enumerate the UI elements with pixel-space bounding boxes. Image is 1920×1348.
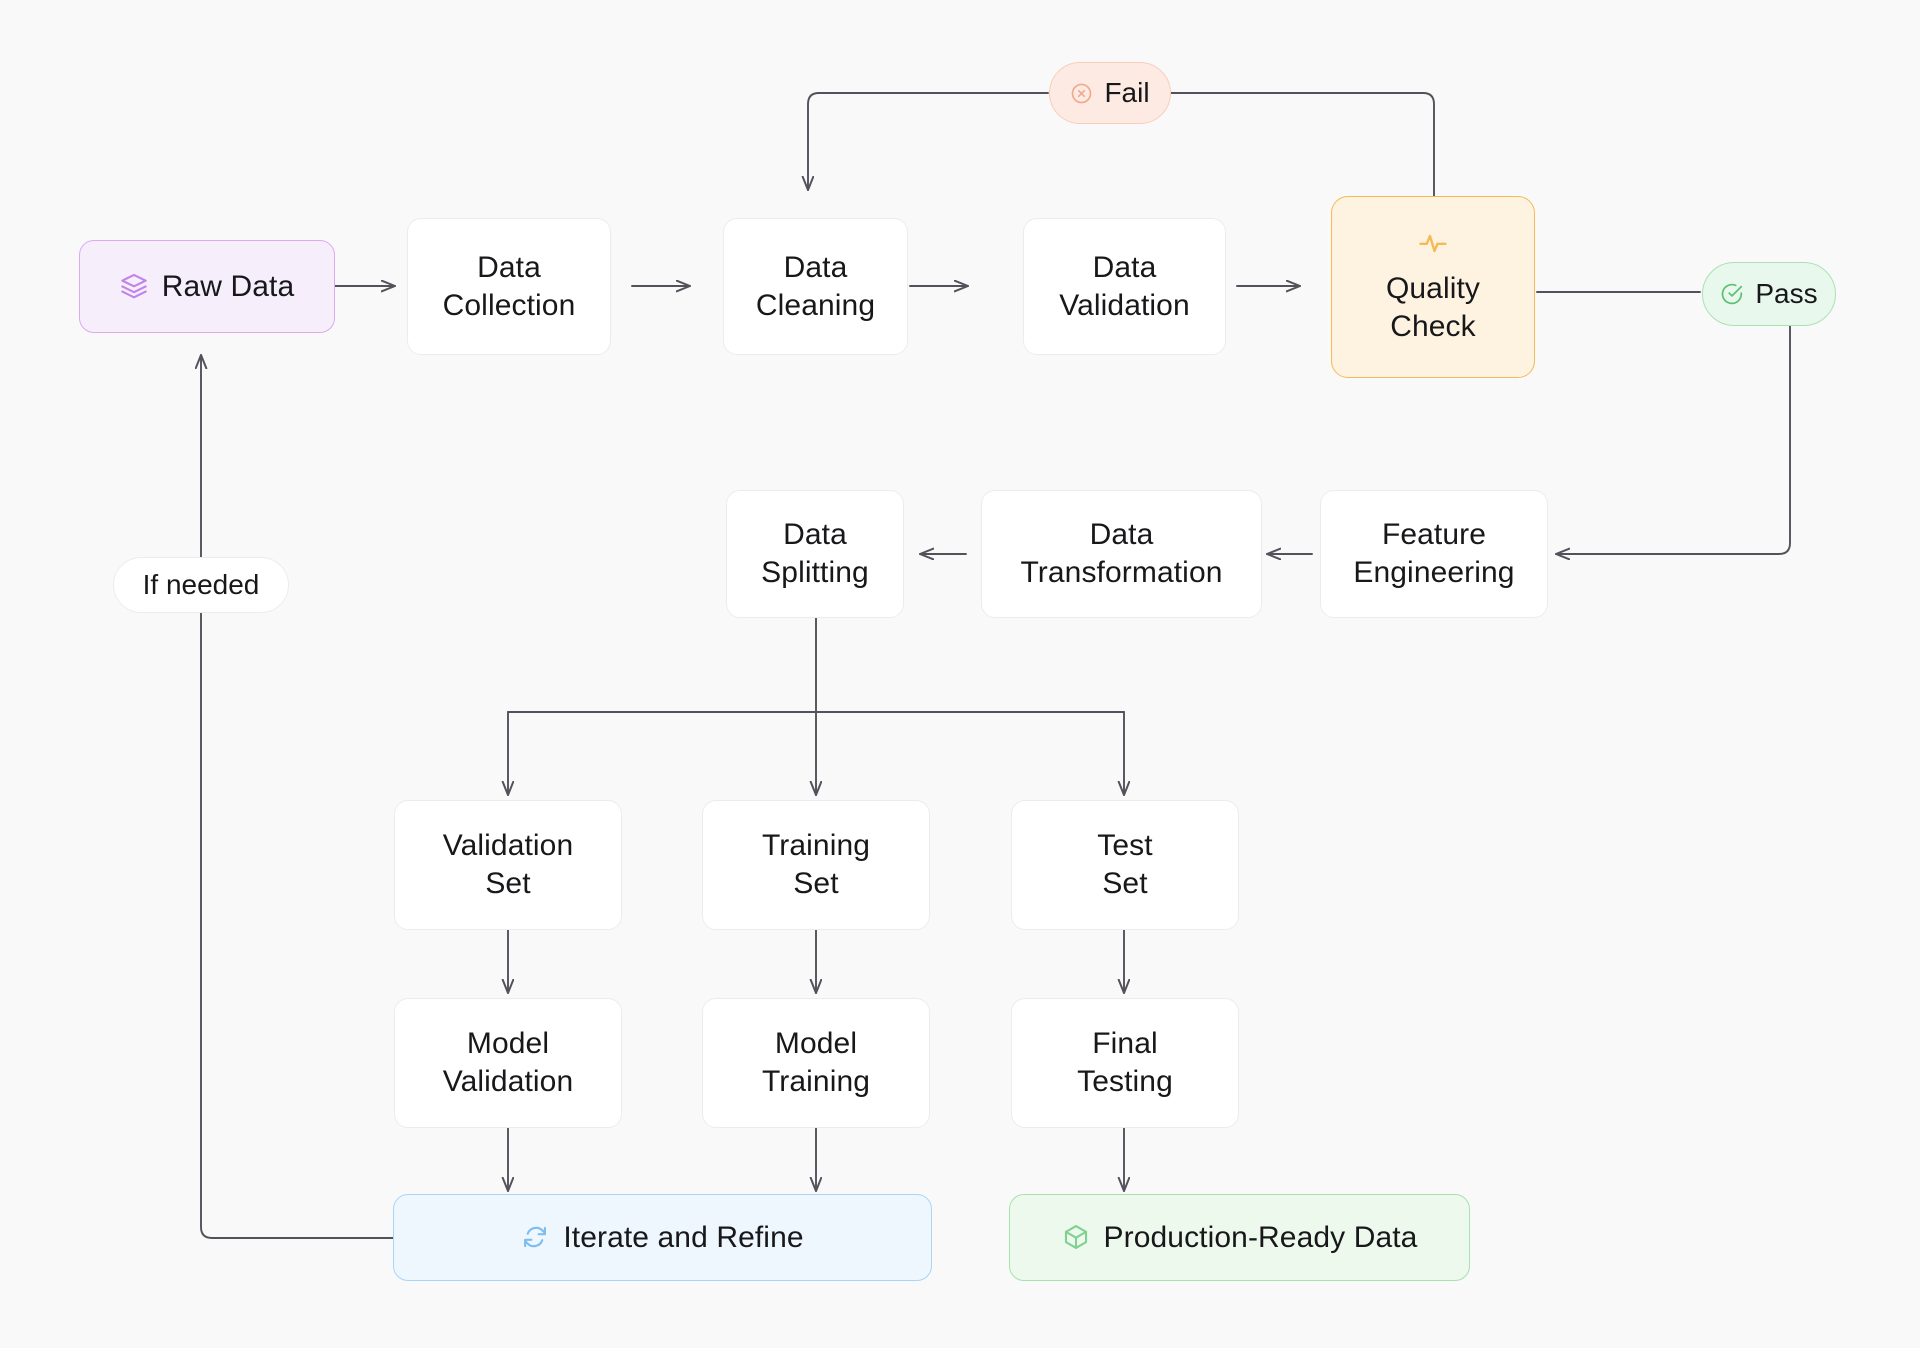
node-label: Quality Check bbox=[1385, 272, 1481, 343]
cube-box-icon bbox=[1062, 1223, 1090, 1251]
node-production-ready-data[interactable]: Production-Ready Data bbox=[1009, 1194, 1470, 1281]
node-model-validation[interactable]: Model Validation bbox=[394, 998, 622, 1128]
edge-pass-down-left bbox=[1556, 325, 1791, 554]
node-label: Final Testing bbox=[1077, 1027, 1173, 1098]
node-training-set[interactable]: Training Set bbox=[702, 800, 930, 930]
node-label: Production-Ready Data bbox=[1103, 1220, 1418, 1254]
node-feature-engineering[interactable]: Feature Engineering bbox=[1320, 490, 1548, 618]
node-data-splitting[interactable]: Data Splitting bbox=[726, 490, 904, 618]
node-validation-set[interactable]: Validation Set bbox=[394, 800, 622, 930]
node-label: Model Training bbox=[761, 1027, 871, 1098]
node-final-testing[interactable]: Final Testing bbox=[1011, 998, 1239, 1128]
node-quality-check[interactable]: Quality Check bbox=[1331, 196, 1535, 378]
node-label: Data Collection bbox=[442, 250, 576, 322]
node-data-transformation[interactable]: Data Transformation bbox=[981, 490, 1262, 618]
badge-pass[interactable]: Pass bbox=[1702, 262, 1836, 326]
node-data-validation[interactable]: Data Validation bbox=[1023, 218, 1226, 355]
node-label: Feature Engineering bbox=[1353, 518, 1515, 589]
node-label: Data Splitting bbox=[761, 518, 869, 589]
activity-pulse-icon bbox=[1418, 228, 1448, 258]
node-label: Data Validation bbox=[1059, 250, 1190, 322]
node-label: Raw Data bbox=[161, 269, 295, 303]
node-label: Iterate and Refine bbox=[563, 1220, 804, 1254]
circle-check-icon bbox=[1720, 282, 1744, 306]
edge-iterate-to-rawdata bbox=[201, 355, 394, 1239]
layers-icon bbox=[120, 272, 148, 300]
badge-label: If needed bbox=[142, 569, 260, 600]
node-model-training[interactable]: Model Training bbox=[702, 998, 930, 1128]
refresh-cycle-icon bbox=[521, 1223, 549, 1251]
badge-if-needed[interactable]: If needed bbox=[113, 557, 289, 613]
node-label: Test Set bbox=[1097, 829, 1153, 900]
badge-label: Fail bbox=[1104, 77, 1150, 108]
node-iterate-and-refine[interactable]: Iterate and Refine bbox=[393, 1194, 932, 1281]
node-test-set[interactable]: Test Set bbox=[1011, 800, 1239, 930]
node-label: Model Validation bbox=[442, 1027, 574, 1098]
badge-fail[interactable]: Fail bbox=[1049, 62, 1171, 124]
node-label: Data Cleaning bbox=[755, 250, 876, 322]
circle-x-icon bbox=[1070, 82, 1093, 105]
node-label: Data Transformation bbox=[1020, 518, 1223, 589]
node-data-cleaning[interactable]: Data Cleaning bbox=[723, 218, 908, 355]
node-label: Validation Set bbox=[442, 829, 574, 900]
node-data-collection[interactable]: Data Collection bbox=[407, 218, 611, 355]
badge-label: Pass bbox=[1755, 278, 1818, 309]
node-label: Training Set bbox=[761, 829, 871, 900]
node-raw-data[interactable]: Raw Data bbox=[79, 240, 335, 333]
